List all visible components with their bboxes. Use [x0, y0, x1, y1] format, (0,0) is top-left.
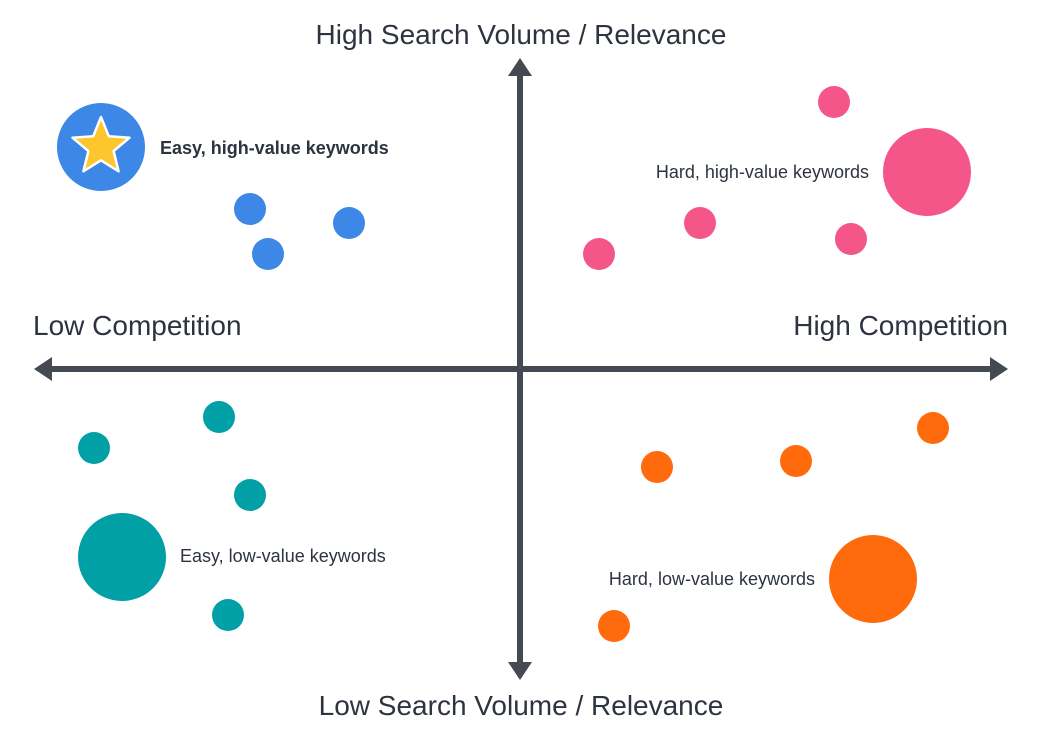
keyword-dot: [203, 401, 235, 433]
axes: [34, 58, 1008, 680]
arrow-down-icon: [508, 662, 532, 680]
keyword-dot: [78, 432, 110, 464]
keyword-dot: [641, 451, 673, 483]
keyword-dot: [780, 445, 812, 477]
keyword-dot: [818, 86, 850, 118]
keyword-dot: [835, 223, 867, 255]
quadrant-label-top-right: Hard, high-value keywords: [656, 162, 869, 182]
keyword-bubble-large: [883, 128, 971, 216]
arrow-up-icon: [508, 58, 532, 76]
keyword-dot: [684, 207, 716, 239]
arrow-right-icon: [990, 357, 1008, 381]
axis-label-right: High Competition: [793, 310, 1008, 341]
axis-label-top: High Search Volume / Relevance: [316, 19, 727, 50]
quadrant-top-left: Easy, high-value keywords: [57, 103, 389, 270]
keyword-dot: [917, 412, 949, 444]
keyword-bubble-large: [78, 513, 166, 601]
keyword-dot: [583, 238, 615, 270]
quadrant-label-bottom-left: Easy, low-value keywords: [180, 546, 386, 566]
keyword-bubble-large: [829, 535, 917, 623]
keyword-dot: [234, 479, 266, 511]
arrow-left-icon: [34, 357, 52, 381]
quadrant-bottom-right: Hard, low-value keywords: [598, 412, 949, 642]
keyword-dot: [252, 238, 284, 270]
axis-label-bottom: Low Search Volume / Relevance: [319, 690, 724, 721]
keyword-dot: [212, 599, 244, 631]
keyword-dot: [598, 610, 630, 642]
star-icon: [71, 115, 131, 173]
keyword-dot: [234, 193, 266, 225]
quadrant-label-bottom-right: Hard, low-value keywords: [609, 569, 815, 589]
quadrant-label-top-left: Easy, high-value keywords: [160, 138, 389, 158]
axis-label-left: Low Competition: [33, 310, 242, 341]
quadrant-bottom-left: Easy, low-value keywords: [78, 401, 386, 631]
keyword-dot: [333, 207, 365, 239]
quadrant-top-right: Hard, high-value keywords: [583, 86, 971, 270]
